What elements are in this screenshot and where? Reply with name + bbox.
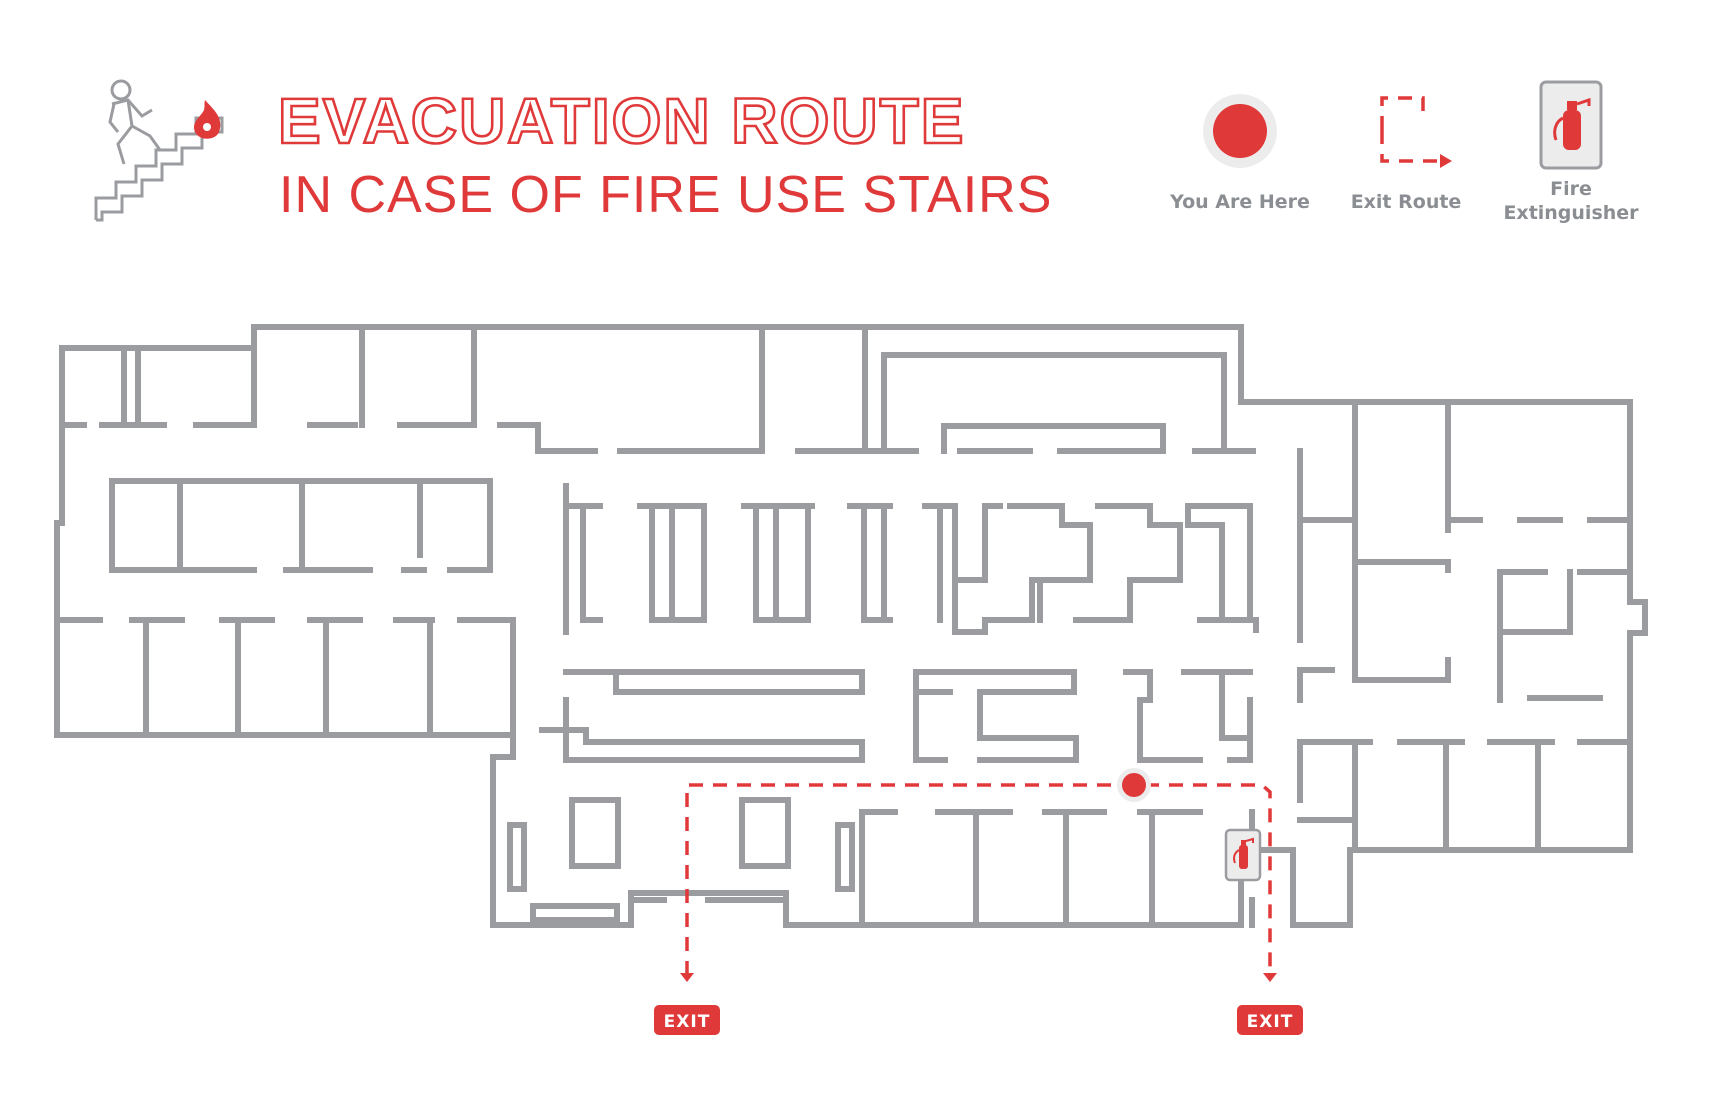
corridor-wall	[457, 617, 516, 738]
cubicle	[952, 577, 1035, 635]
person-running-up-stairs-with-fire-icon	[94, 79, 224, 222]
room-wall	[1219, 669, 1253, 741]
arrow-down-icon	[680, 973, 694, 982]
legend-label-fire-line1: Fire	[1550, 178, 1592, 200]
shelf	[507, 822, 527, 892]
legend-you-are-here: You Are Here	[1169, 94, 1310, 213]
cubicle	[753, 503, 811, 623]
corridor-wall-top	[497, 422, 598, 454]
exit-route-icon	[1380, 96, 1425, 130]
room-wall	[881, 352, 1227, 454]
room-wall	[1137, 697, 1203, 763]
room-box	[739, 797, 791, 869]
exit-route	[680, 783, 1277, 982]
legend-label-you-are-here: You Are Here	[1169, 191, 1310, 213]
shelf	[530, 903, 620, 923]
exit-badge	[654, 1005, 720, 1035]
room-wall	[1497, 569, 1573, 635]
page-subtitle: IN CASE OF FIRE USE STAIRS	[279, 166, 1052, 224]
legend-fire-extinguisher: Fire Extinguisher	[1503, 80, 1639, 224]
desk	[613, 669, 865, 695]
desk	[539, 697, 865, 763]
arrow-down-icon	[1263, 973, 1277, 982]
you-are-here-marker	[1122, 773, 1146, 797]
shelf	[835, 822, 855, 892]
outer-wall	[54, 324, 1648, 928]
room-wall	[1123, 669, 1153, 703]
exit-badge	[1237, 1005, 1303, 1035]
cubicle	[1007, 503, 1093, 623]
floor-plan	[54, 324, 1648, 928]
room-wall	[977, 689, 1079, 763]
cubicle	[922, 503, 1003, 583]
cubicle	[1095, 503, 1183, 623]
exit-sign-left: EXIT	[654, 1005, 720, 1035]
exit-label: EXIT	[1247, 1012, 1294, 1032]
cubicle	[1185, 503, 1225, 623]
legend-label-exit-route: Exit Route	[1351, 191, 1462, 213]
arrow-right-icon	[1440, 154, 1452, 168]
room-wall	[109, 478, 257, 573]
room-wall	[1227, 697, 1253, 763]
exit-label: EXIT	[664, 1012, 711, 1032]
legend-label-fire-line2: Extinguisher	[1503, 202, 1639, 224]
exit-route-icon-lower	[1380, 130, 1442, 163]
legend-exit-route: Exit Route	[1351, 96, 1462, 213]
you-are-here-icon	[1213, 104, 1267, 158]
room-wall	[913, 669, 1077, 763]
room-wall	[941, 423, 1166, 454]
fire-extinguisher-icon	[1553, 97, 1591, 150]
cubicle	[649, 503, 707, 623]
exit-route-path	[685, 783, 1272, 975]
room-box	[569, 797, 621, 869]
room-wall	[1352, 399, 1451, 683]
cubicle	[580, 503, 603, 623]
page-title: EVACUATION ROUTE	[278, 85, 965, 157]
flame-inner-icon	[203, 123, 211, 131]
flame-icon	[193, 100, 221, 139]
room-wall	[1352, 559, 1451, 573]
fire-extinguisher-marker	[1224, 828, 1262, 882]
exit-sign-right: EXIT	[1237, 1005, 1303, 1035]
